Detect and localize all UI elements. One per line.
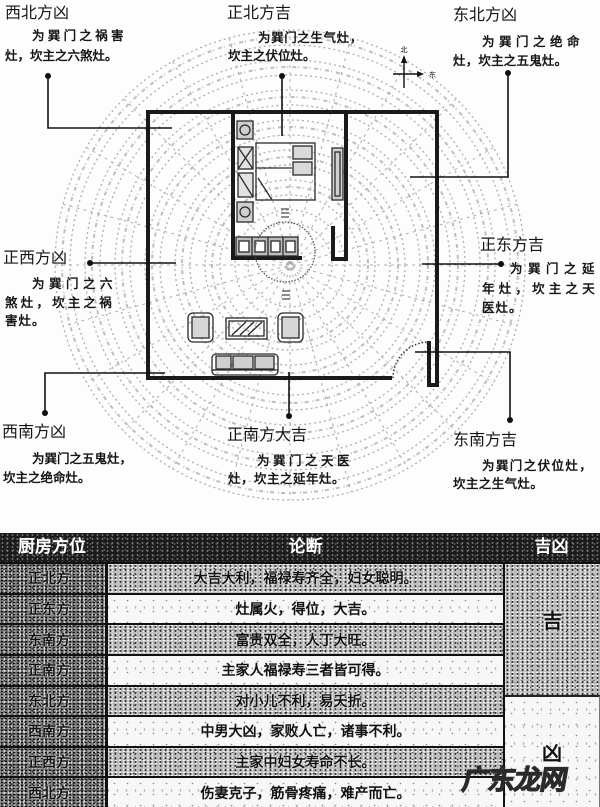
annotation-line: 医灶。	[482, 300, 523, 315]
direction-cell: 西南方	[0, 717, 108, 746]
annotation-line: 灶，坎主之五鬼灶。	[453, 53, 568, 68]
watermark: 广东龙网	[459, 764, 570, 796]
judgment-cell: 对小儿不利，易夭折。	[108, 686, 503, 716]
table-body: 正北方 大吉大利，福禄寿齐全，妇女聪明。 正东方 灶属火，得位，大吉。 东南方 …	[0, 562, 600, 807]
wardrobe	[331, 147, 344, 201]
judgment-cell: 富贵双全，人丁大旺。	[108, 625, 503, 654]
table-row: 西北方 伤妻克子，筋骨疼痛，难产而亡。	[0, 776, 503, 807]
annotation-title: 西北方凶	[5, 3, 70, 22]
annotation-title: 正北方吉	[227, 3, 292, 22]
bedside-cabinets	[236, 120, 254, 223]
annotation-title: 西南方凶	[2, 422, 67, 441]
armchair-left	[187, 312, 214, 343]
annotation-line: 为巽门之五鬼灶，	[32, 451, 133, 466]
judgment-cell: 主家人福禄寿三者皆可得。	[108, 655, 503, 685]
leader-line-northeast	[410, 73, 509, 178]
round-rug	[254, 221, 316, 283]
leader-lines	[44, 73, 511, 420]
compass-arrows-icon: 北 东	[393, 46, 436, 88]
annotation-line: 坎主之伏位灶。	[228, 48, 316, 63]
annotation-line: 为巽门之祸害	[32, 28, 127, 43]
leader-line-southwest	[44, 372, 165, 413]
table-row: 东北方 对小儿不利，易夭折。	[0, 684, 503, 716]
direction-cell: 东北方	[0, 686, 108, 716]
small-marks	[281, 208, 290, 300]
annotation-line: 坎主之绝命灶。	[3, 470, 91, 485]
direction-cell: 东南方	[0, 625, 108, 654]
dresser	[235, 236, 299, 257]
header-kitchen-direction: 厨房方位	[18, 537, 86, 557]
verdict-column: 吉 凶	[503, 562, 600, 807]
annotation-line: 为巽门之绝命	[482, 34, 585, 49]
annotation-line: 年灶，坎主之天	[482, 281, 599, 296]
coffee-table	[225, 317, 268, 340]
annotation-line: 为巽门之延	[510, 261, 600, 276]
walls	[146, 110, 439, 387]
judgment-cell: 中男大凶，家败人亡，诸事不利。	[108, 717, 503, 746]
table-row: 正西方 主家中妇女寿命不长。	[0, 745, 503, 777]
outer-wall	[146, 110, 439, 387]
leader-line-northwest	[47, 76, 172, 129]
direction-cell: 正东方	[0, 594, 108, 624]
direction-cell: 正南方	[0, 655, 108, 685]
compass-east-label: 东	[429, 70, 436, 79]
header-judgment: 论断	[288, 537, 323, 557]
direction-cell: 正北方	[0, 564, 108, 593]
annotation-line: 灶，坎主之六煞灶。	[5, 48, 118, 63]
leader-line-southeast	[415, 351, 511, 420]
judgment-cell: 灶属火，得位，大吉。	[108, 594, 503, 624]
annotation-line: 为巽门之伏位灶，	[482, 458, 594, 473]
compass-north-label: 北	[401, 46, 408, 54]
verdict-inauspicious-cell: 凶	[505, 694, 600, 807]
annotation-line: 为巽门之天医	[257, 453, 354, 468]
verdict-auspicious-cell: 吉	[505, 564, 600, 695]
bedroom-wall-left	[231, 110, 302, 260]
bedroom-wall-right	[331, 110, 348, 261]
table-row: 正南方 主家人福禄寿三者皆可得。	[0, 653, 503, 685]
annotation-line: 煞灶，坎主之祸	[5, 295, 115, 310]
armchair-right	[277, 312, 304, 343]
pillow	[292, 161, 313, 176]
floor-plan-svg: 北 东	[42, 29, 526, 501]
table-row: 西南方 中男大凶，家败人亡，诸事不利。	[0, 715, 503, 746]
furniture	[187, 120, 344, 376]
bed	[255, 142, 316, 201]
judgment-cell: 大吉大利，福禄寿齐全，妇女聪明。	[108, 564, 503, 593]
direction-cell: 正西方	[0, 747, 108, 777]
pillow	[292, 145, 313, 160]
table-row: 正北方 大吉大利，福禄寿齐全，妇女聪明。	[0, 562, 503, 593]
sofa	[211, 353, 279, 376]
judgment-cell: 主家中妇女寿命不长。	[108, 747, 503, 777]
kitchen-direction-table: 厨房方位 论断 吉凶 正北方 大吉大利，福禄寿齐全，妇女聪明。 正东方 灶属火，…	[0, 533, 600, 807]
header-verdict: 吉凶	[534, 537, 569, 557]
annotation-line: 害灶。	[5, 313, 46, 328]
table-rows: 正北方 大吉大利，福禄寿齐全，妇女聪明。 正东方 灶属火，得位，大吉。 东南方 …	[0, 562, 503, 807]
annotation-line: 坎主之生气灶。	[453, 476, 544, 491]
judgment-cell: 伤妻克子，筋骨疼痛，难产而亡。	[108, 778, 503, 807]
floor-plan-diagram: 北 东	[42, 29, 526, 501]
table-row: 正东方 灶属火，得位，大吉。	[0, 592, 503, 624]
table-row: 东南方 富贵双全，人丁大旺。	[0, 623, 503, 654]
annotation-title: 东北方凶	[453, 5, 518, 24]
direction-cell: 西北方	[0, 778, 108, 807]
leader-dots	[42, 70, 513, 423]
annotation-title: 正西方凶	[3, 248, 68, 267]
annotation-line: 为巽门之生气灶，	[258, 30, 363, 45]
door-swing-arc	[392, 341, 430, 379]
annotation-line: 灶，坎主之延年灶。	[228, 471, 346, 486]
table-header-row: 厨房方位 论断 吉凶	[0, 533, 600, 562]
annotation-title: 正南方大吉	[227, 425, 308, 444]
annotation-line: 为巽门之六	[32, 276, 118, 291]
annotation-title: 东南方吉	[453, 430, 518, 449]
annotation-title: 正东方吉	[480, 235, 545, 254]
